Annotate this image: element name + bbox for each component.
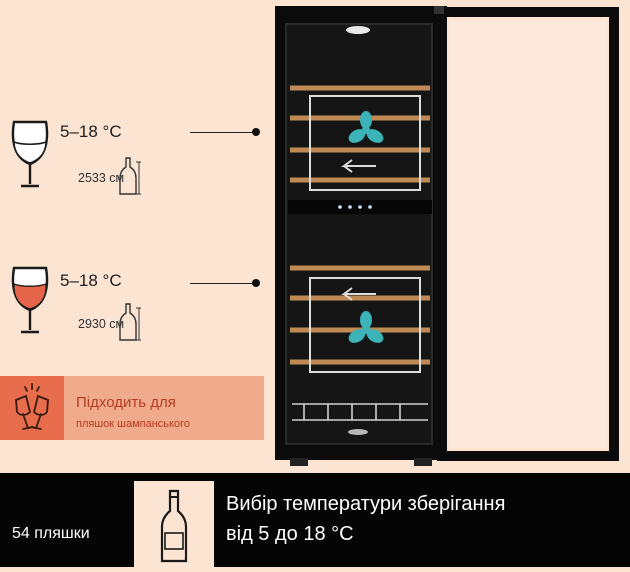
champagne-badge: Підходить для пляшок шампанського	[0, 376, 264, 440]
temperature-choice-line2: від 5 до 18 °C	[226, 523, 354, 545]
zone-2-dimension: 2930 см	[78, 317, 125, 331]
zone-2-bottle-size-icon	[119, 303, 141, 341]
lower-fan-icon	[348, 311, 384, 343]
champagne-badge-title: Підходить для	[76, 394, 176, 411]
champagne-badge-subtitle: пляшок шампанського	[76, 418, 190, 430]
bottle-capacity-label: 54 пляшки	[12, 525, 90, 542]
zone-1-connector-line	[190, 132, 256, 133]
champagne-glasses-icon	[15, 383, 49, 430]
red-wine-glass-icon	[11, 266, 49, 334]
zone-2-connector-line	[190, 283, 256, 284]
wine-bottle-icon	[160, 489, 188, 563]
zone-1-temperature: 5–18 °C	[60, 122, 122, 141]
wine-cooler-photo	[275, 6, 619, 466]
champagne-icon-box	[0, 376, 64, 440]
zone-1-bottle-size-icon	[119, 157, 141, 195]
temperature-choice-line1: Вибір температури зберігання	[226, 493, 506, 515]
upper-fan-icon	[348, 111, 384, 143]
bottle-icon-box	[134, 481, 214, 567]
zone-2-connector-dot	[252, 279, 260, 287]
footer-bar: 54 пляшки Вибір температури зберігання в…	[0, 473, 630, 567]
zone-1-connector-dot	[252, 128, 260, 136]
zone-2-temperature: 5–18 °C	[60, 271, 122, 290]
zone-1-dimension: 2533 см	[78, 171, 125, 185]
white-wine-glass-icon	[11, 120, 49, 188]
